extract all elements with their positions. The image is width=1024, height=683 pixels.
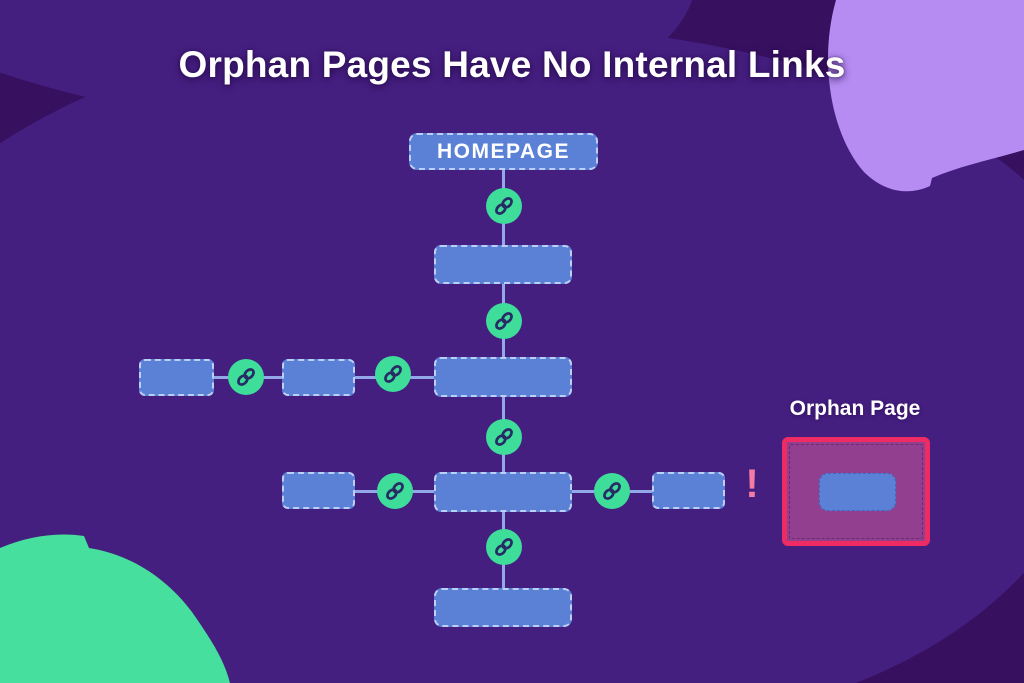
page-node <box>139 359 214 396</box>
internal-link-icon <box>594 473 630 509</box>
internal-link-icon <box>375 356 411 392</box>
internal-link-icon <box>486 188 522 224</box>
orphan-inner-page-node <box>819 473 896 511</box>
internal-link-icon <box>486 303 522 339</box>
page-node <box>434 245 572 284</box>
page-node <box>282 359 355 396</box>
page-node <box>434 357 572 397</box>
corner-blob-lavender <box>828 0 1024 192</box>
corner-blob-green <box>0 534 230 683</box>
page-title: Orphan Pages Have No Internal Links <box>178 44 846 85</box>
orphan-page-label: Orphan Page <box>789 397 921 420</box>
page-node <box>282 472 355 509</box>
internal-link-icon <box>377 473 413 509</box>
homepage-node: HOMEPAGE <box>409 133 598 170</box>
page-node <box>434 588 572 627</box>
internal-link-icon <box>486 419 522 455</box>
internal-link-icon <box>486 529 522 565</box>
page-node <box>652 472 725 509</box>
page-node <box>434 472 572 512</box>
warning-exclamation: ! <box>745 462 759 506</box>
internal-link-icon <box>228 359 264 395</box>
homepage-node-label: HOMEPAGE <box>437 139 570 163</box>
